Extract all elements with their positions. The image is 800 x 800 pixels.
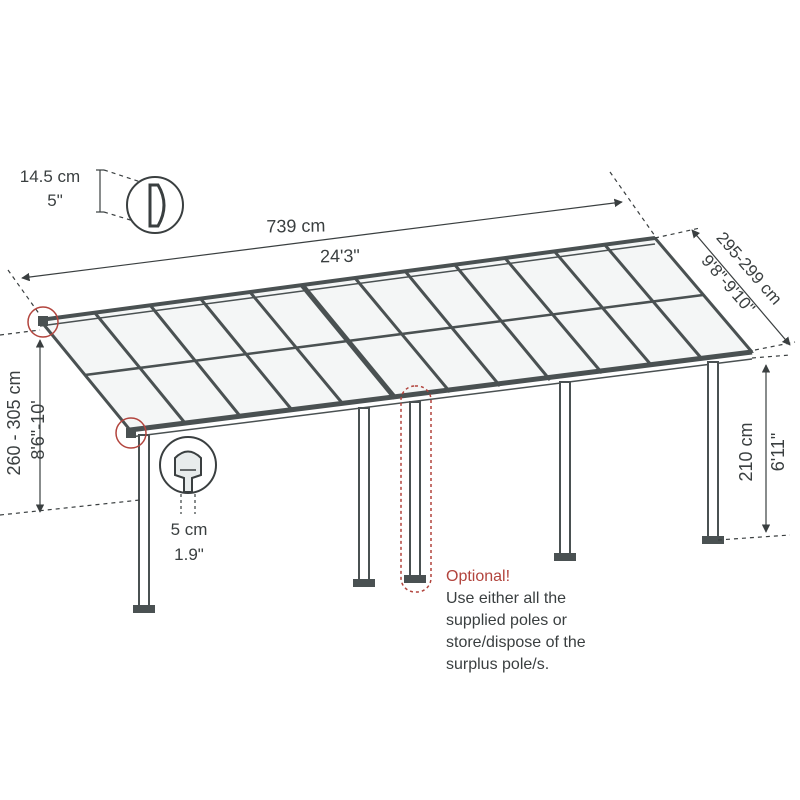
wall-bracket-top-highlight [27, 306, 59, 338]
wall-bracket-bottom-highlight [115, 417, 147, 449]
post-size-dimension [180, 494, 196, 514]
wall-height-ft-label: 8'6"-10' [28, 400, 48, 459]
optional-note-line: Use either all the [446, 590, 567, 607]
wall-height-cm-label: 260 - 305 cm [4, 370, 24, 475]
optional-note-heading: Optional! [446, 568, 511, 585]
post-height-dimension [717, 354, 791, 541]
profile-height-in-label: 5" [47, 191, 63, 210]
post-3 [559, 381, 571, 558]
optional-note-line: surplus pole/s. [446, 656, 550, 673]
posts [133, 361, 724, 613]
depth-dimension [654, 227, 796, 351]
profile-height-cm-label: 14.5 cm [20, 167, 80, 186]
optional-note-line: store/dispose of the [446, 634, 586, 651]
roof [38, 236, 754, 438]
optional-post-highlight [400, 385, 432, 593]
post-size-cm-label: 5 cm [171, 520, 208, 539]
post-size-in-label: 1.9" [174, 545, 204, 564]
post-bracket-detail-icon [159, 436, 217, 494]
front-gutter [129, 349, 753, 433]
gutter-profile-detail-icon [126, 176, 184, 234]
post-height-ft-label: 6'11" [768, 433, 788, 472]
optional-note: Optional! Use either all the supplied po… [446, 566, 666, 676]
post-4 [707, 361, 719, 541]
length-ft-label: 24'3" [320, 246, 360, 267]
wall-height-dimension [0, 329, 141, 516]
length-cm-label: 739 cm [266, 215, 325, 236]
post-2 [358, 407, 370, 584]
length-dimension [7, 171, 656, 316]
mid-purlin [84, 293, 704, 377]
optional-note-line: supplied poles or [446, 612, 567, 629]
post-optional [409, 401, 421, 580]
post-height-cm-label: 210 cm [736, 422, 756, 481]
post-1 [138, 434, 150, 611]
